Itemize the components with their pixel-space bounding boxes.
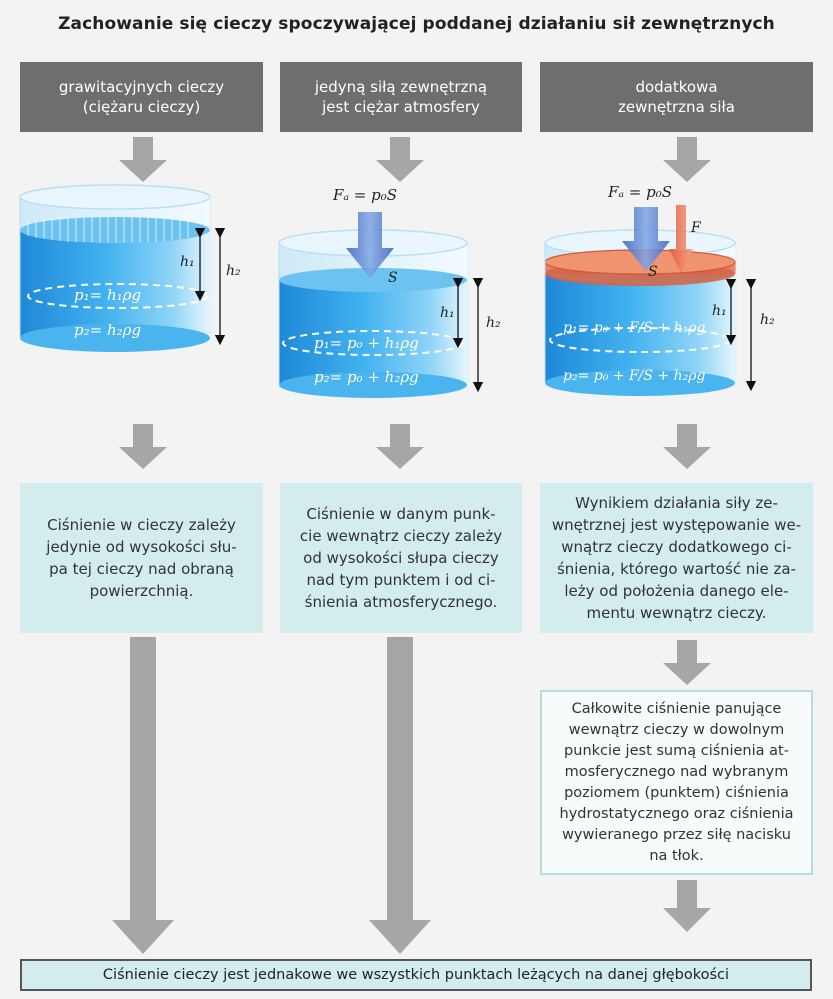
- formula-p2: p₂= p₀ + F/S + h₂ρg: [563, 368, 706, 384]
- label-h1: h₁: [712, 303, 727, 319]
- formula-p2: p₂= h₂ρg: [74, 321, 142, 339]
- total-pressure-description: Całkowite ciśnienie panujące wewnątrz ci…: [540, 690, 813, 875]
- label-h2: h₂: [760, 312, 775, 328]
- force-label: Fₐ = p₀S: [333, 186, 398, 204]
- area-label: S: [388, 270, 398, 286]
- header-atmosphere: jedyną siłą zewnętrzną jest ciężar atmos…: [280, 62, 522, 132]
- description-extra-force: Wynikiem działania siły ze- wnętrznej je…: [540, 483, 813, 633]
- diagram-title: Zachowanie się cieczy spoczywającej podd…: [58, 14, 775, 34]
- area-label: S: [648, 264, 658, 280]
- force-label: Fₐ = p₀S: [608, 183, 673, 201]
- description-atmosphere: Ciśnienie w danym punk- cie wewnątrz cie…: [280, 483, 522, 633]
- external-force-arrow: [669, 205, 693, 273]
- flow-arrows-middle: [119, 424, 711, 685]
- formula-p1: p₁= p₀ + F/S + h₁ρg: [563, 320, 706, 336]
- cylinder-extra-force: [544, 205, 757, 396]
- atmospheric-force-arrow: [346, 212, 394, 278]
- extra-force-label: F: [691, 220, 701, 236]
- formula-p2: p₂= p₀ + h₂ρg: [314, 368, 419, 386]
- flow-arrows-long: [112, 637, 711, 954]
- atmospheric-force-arrow: [622, 207, 670, 271]
- formula-p1: p₁= h₁ρg: [74, 286, 142, 304]
- cylinder-atmosphere: [278, 212, 484, 398]
- label-h2: h₂: [226, 263, 241, 279]
- header-extra-force: dodatkowa zewnętrzna siła: [540, 62, 813, 132]
- conclusion-box: Ciśnienie cieczy jest jednakowe we wszys…: [20, 959, 812, 991]
- flow-arrows-top: [119, 137, 711, 182]
- cylinder-gravity: [19, 184, 226, 352]
- formula-p1: p₁= p₀ + h₁ρg: [314, 334, 419, 352]
- description-gravity: Ciśnienie w cieczy zależy jedynie od wys…: [20, 483, 263, 633]
- label-h1: h₁: [440, 305, 455, 321]
- header-gravity: grawitacyjnych cieczy (ciężaru cieczy): [20, 62, 263, 132]
- label-h1: h₁: [180, 254, 195, 270]
- label-h2: h₂: [486, 315, 501, 331]
